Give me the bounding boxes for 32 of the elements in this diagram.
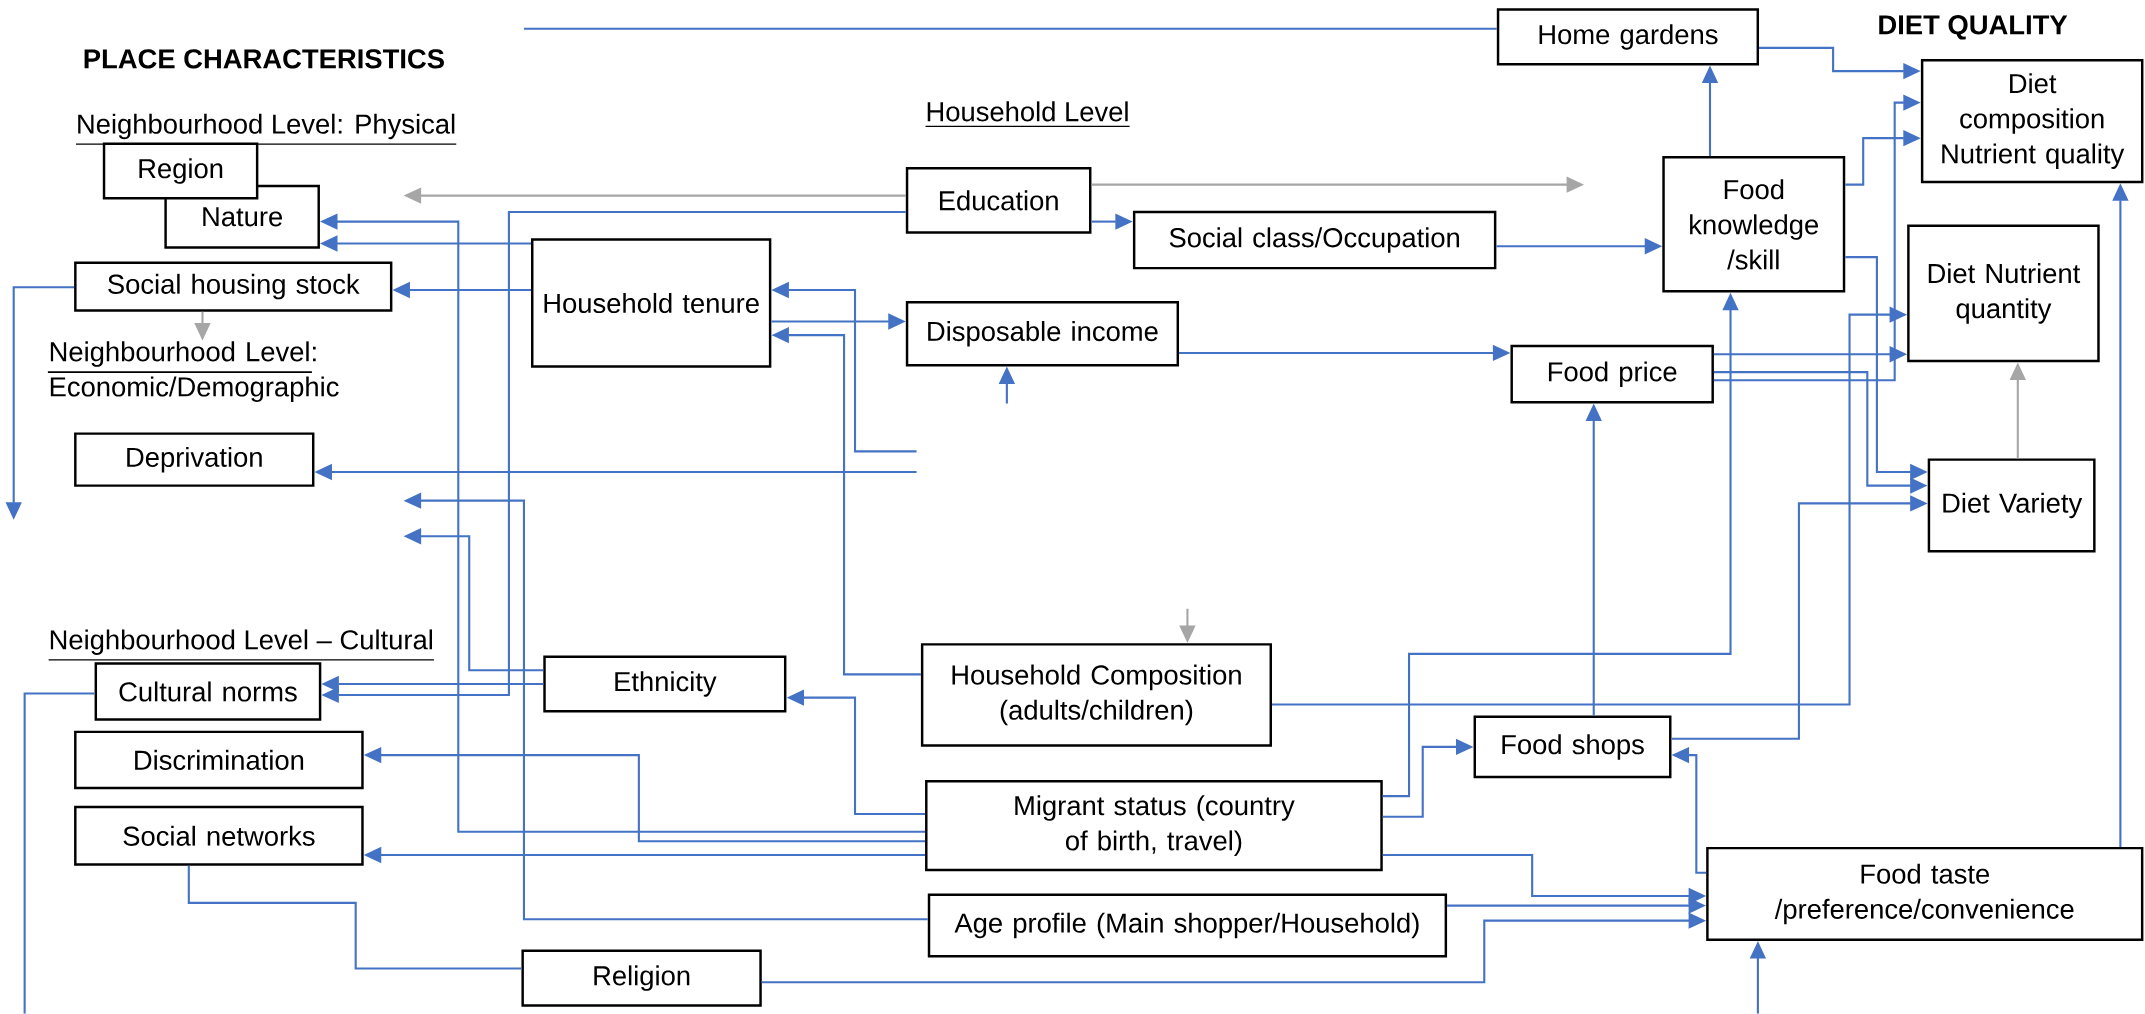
section-heading: Neighbourhood Level: Physical	[75, 113, 457, 145]
factor-box: Ethnicity	[543, 655, 787, 713]
factor-box: Social networks	[74, 806, 364, 866]
factor-box: Cultural norms	[94, 662, 322, 721]
factor-box: Food taste /preference/convenience	[1706, 847, 2144, 942]
section-heading: Neighbourhood Level: Economic/Demographic	[47, 341, 339, 403]
section-heading: Household Level	[924, 101, 1131, 128]
factor-box: Migrant status (country of birth, travel)	[925, 780, 1383, 872]
factor-box: Age profile (Main shopper/Household)	[927, 893, 1448, 958]
connector-line	[23, 692, 95, 1014]
section-heading: Neighbourhood Level – Cultural	[47, 629, 435, 661]
heading: PLACE CHARACTERISTICS	[84, 49, 444, 69]
factor-box: Household tenure	[531, 238, 772, 368]
factor-box: Social housing stock	[74, 261, 393, 312]
factor-box: Food price	[1510, 345, 1714, 404]
connector-line	[523, 27, 1497, 30]
factor-box: Region	[102, 142, 259, 200]
factor-box: Disposable income	[905, 301, 1180, 367]
factor-box: Diet composition Nutrient quality	[1920, 59, 2144, 184]
factor-box: Diet Variety	[1927, 458, 2096, 553]
factor-box: Discrimination	[74, 730, 364, 790]
factor-box: Food knowledge /skill	[1662, 156, 1846, 293]
factor-box: Diet Nutrient quantity	[1907, 224, 2100, 363]
factor-box: Education	[905, 167, 1092, 234]
factor-box: Home gardens	[1496, 8, 1760, 66]
factor-box: Deprivation	[74, 432, 315, 488]
factor-box: Social class/Occupation	[1132, 211, 1497, 270]
factor-box: Household Composition (adults/children)	[920, 643, 1272, 747]
factor-box: Religion	[521, 949, 762, 1007]
factor-box: Food shops	[1473, 715, 1672, 779]
connector-line	[187, 865, 522, 970]
heading: DIET QUALITY	[1879, 15, 2068, 40]
